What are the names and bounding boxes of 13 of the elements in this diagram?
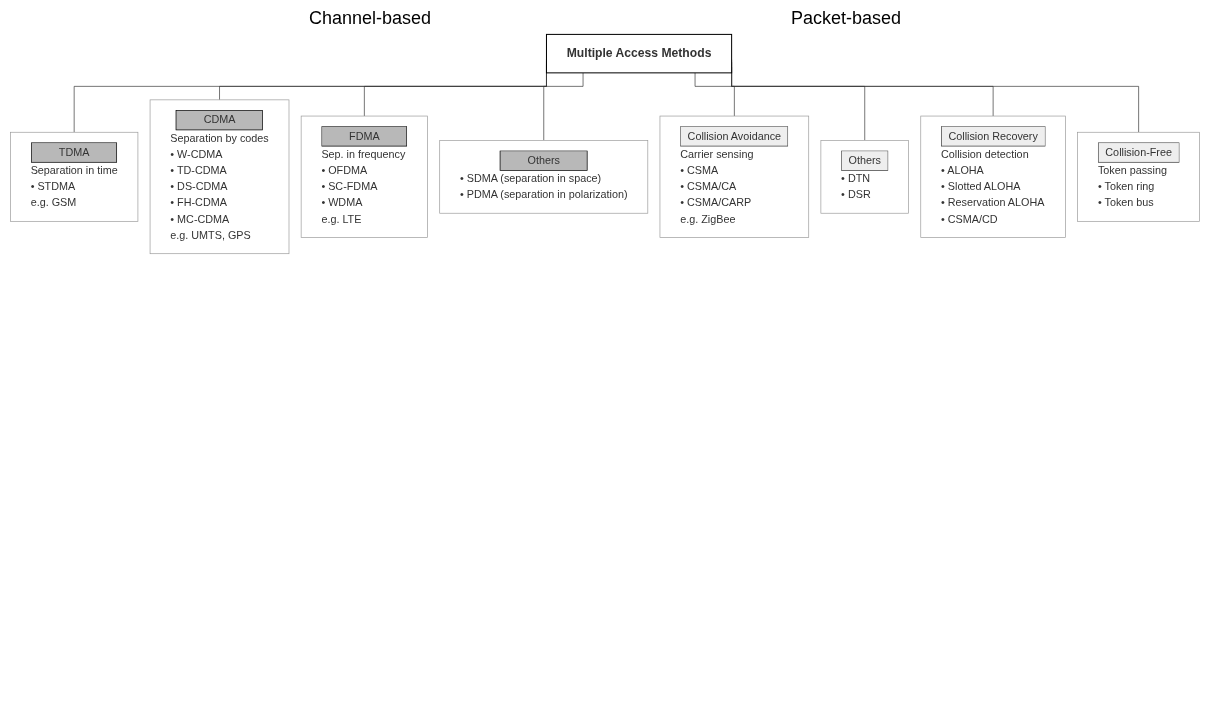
node-box: CDMA Separation by codes • W-CDMA • TD-CDMA • DS-CDMA • FH-CDMA • MC-CDMA e.g. UMTS, GPS — [149, 99, 290, 255]
connector — [543, 72, 584, 141]
node-box: Collision-Free Token passing • Token ring • Token bus — [1077, 131, 1200, 222]
branch-label: Packet-based — [791, 8, 902, 29]
node-box: Collision Avoidance Carrier sensing • CSMA • CSMA/CA • CSMA/CARP e.g. ZigBee — [659, 115, 810, 238]
branch-label: Channel-based — [308, 8, 431, 29]
node-box: Others • DTN • DSR — [820, 140, 909, 214]
connector — [694, 72, 735, 117]
node-box: Multiple Access Methods — [545, 33, 733, 74]
node-box: FDMA Sep. in frequency • OFDMA • SC-FDMA • WDMA e.g. LTE — [300, 115, 428, 238]
node-box: Others • SDMA (separation in space) • PDMA (separation in polarization) — [439, 140, 649, 214]
node-box: TDMA Separation in time • STDMA e.g. GSM — [10, 131, 139, 222]
node-box: Collision Recovery Collision detection • ALOHA • Slotted ALOHA • Reservation ALOHA • CSMA/CD — [920, 115, 1066, 238]
